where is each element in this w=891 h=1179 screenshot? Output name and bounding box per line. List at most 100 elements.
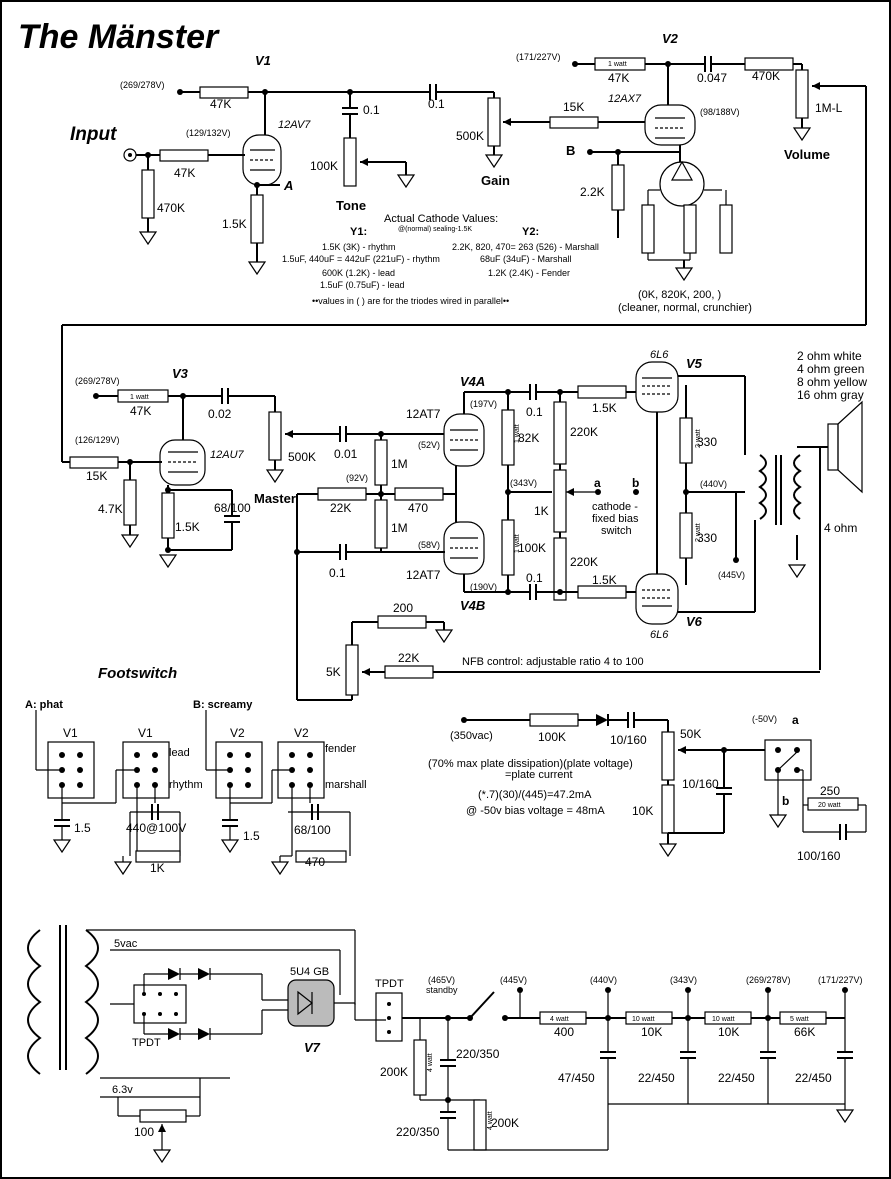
r-330-screen-v5 (679, 417, 693, 464)
nfb-22k-label: 22K (330, 501, 351, 515)
ground-icon (396, 174, 416, 189)
ground-icon (835, 1109, 855, 1124)
tone-cap-label: 0.1 (363, 103, 380, 117)
bias-calc-3: @ -50v bias voltage = 48mA (466, 805, 605, 817)
v4a-label: V4A (460, 374, 485, 389)
switch-a1-label: V1 (63, 726, 78, 740)
nfb-note: NFB control: adjustable ratio 4 to 100 (462, 656, 644, 668)
ot-secondary-icon (793, 454, 802, 520)
ot-primary-icon (758, 454, 767, 520)
lead-label: lead (169, 747, 190, 759)
v3-label: V3 (172, 366, 189, 381)
ot-tap-2: 8 ohm yellow (797, 375, 867, 389)
center-voltage: (343V) (510, 478, 537, 488)
v6-coupling-cap: 0.1 (526, 571, 543, 585)
diode-icon (198, 1028, 210, 1040)
ps-269: (269/278V) (746, 975, 791, 985)
bias-100k-label: 100K (538, 730, 566, 744)
volume-pot-value: 1M-L (815, 101, 843, 115)
ground-icon (52, 839, 72, 854)
ground-icon (792, 127, 812, 142)
v4b-tube-type: 12AT7 (406, 568, 441, 582)
nfb-pot-label: 5K (326, 665, 341, 679)
point-a-label: A (283, 178, 293, 193)
tone-pot-value: 100K (310, 159, 338, 173)
v4a-cathode-voltage: (52V) (418, 440, 440, 450)
r-470k-input (141, 169, 155, 219)
r-200-nfb (377, 615, 427, 629)
v2-supply-voltage: (171/227V) (516, 52, 561, 62)
footswitch-b-label: B: screamy (193, 699, 253, 711)
mid-voltage: (92V) (346, 473, 368, 483)
v4-phase-inverter: V4A 12AT7 (197V) (52V) 1 watt 82K (343V)… (294, 374, 640, 700)
v3-stage: V3 (269/278V) 1 watt 47K 0.02 500K Maste… (62, 366, 445, 569)
v3-plate-label: 47K (130, 404, 151, 418)
r-4.7k-v3 (123, 479, 137, 526)
input-shunt-label: 470K (157, 201, 185, 215)
reservoir-cap-2: 220/350 (396, 1125, 440, 1139)
bias-calc-2: (*.7)(30)/(445)=47.2mA (478, 789, 592, 801)
ground-icon (152, 1149, 172, 1164)
bias-switch-line-2: switch (601, 525, 632, 537)
wattage-label: 10 watt (632, 1016, 655, 1023)
r-200k-bleeder-1 (413, 1039, 427, 1096)
nfb-section: 200 5K 22K NFB control: adjustable ratio… (297, 601, 820, 701)
ground-icon (113, 861, 133, 876)
gain-label: Gain (481, 173, 510, 188)
switch-b2-label: V2 (294, 726, 309, 740)
r-22k-nfb-feed (384, 665, 434, 679)
v1-tube-type: 12AV7 (278, 119, 311, 131)
v6-tube-type: 6L6 (650, 629, 669, 641)
pt-primary-icon (27, 929, 42, 1075)
ground-icon (270, 861, 290, 876)
r-rotary-1 (641, 204, 655, 254)
v6-grid-label: 1.5K (592, 573, 617, 587)
footswitch-switch-b2: V2 fender marshall (277, 726, 367, 799)
y2-line-2: 1.2K (2.4K) - Fender (488, 268, 570, 278)
r-100-heater-ct (139, 1109, 187, 1123)
ot-b-plus-voltage: (445V) (718, 570, 745, 580)
footswitch-section: A: phat B: screamy V1 V1 lead rhythm 1.5 (25, 699, 367, 876)
v3-grid-label: 15K (86, 469, 107, 483)
y1-label: Y1: (350, 226, 367, 238)
switch-b1-label: V2 (230, 726, 245, 740)
tpdt-label-left: TPDT (132, 1037, 161, 1049)
v4b-plate-label: 100K (518, 541, 546, 555)
power-supply: 5vac TPDT 5U4 GB V7 (27, 925, 863, 1164)
wattage-label: 1 watt (608, 61, 627, 68)
heater-6.3v-label: 6.3v (112, 1084, 133, 1096)
r-1m-upper (374, 439, 388, 486)
output-stage: 6L6 V5 6L6 V6 2 watt 330 (440V) 2 watt 3… (635, 349, 867, 670)
r-1.5k-v5-grid (577, 385, 627, 399)
footswitch-switch-b1: V2 (215, 726, 263, 799)
bias-switch-b: b (782, 794, 789, 808)
standby-voltage: (465V) (428, 975, 455, 985)
r-470-fs (295, 850, 347, 863)
wattage-label: 10 watt (712, 1016, 735, 1023)
bias-switch-icon (764, 739, 812, 781)
r-2.2k-v2-cathode (611, 164, 625, 211)
wattage-label: 2 watt (695, 429, 702, 448)
point-b-label: B (566, 143, 575, 158)
ground-icon (138, 231, 158, 246)
wattage-label: 2 watt (695, 523, 702, 542)
diode-icon (168, 1028, 180, 1040)
ps-400-label: 400 (554, 1025, 574, 1039)
filter-caps (600, 1051, 853, 1059)
v6-label: V6 (686, 614, 703, 629)
bias-calc-0: (70% max plate dissipation)(plate voltag… (428, 758, 633, 770)
upper-1m-label: 1M (391, 457, 408, 471)
ground-icon (265, 469, 285, 484)
v3-cathode-cap-label: 68/100 (214, 501, 251, 515)
v2-stage: V2 (171/227V) 1 watt 47K 0.047 470K 1M-L… (516, 31, 867, 325)
v5-screen-label: 330 (697, 435, 717, 449)
wattage-label: 5 watt (790, 1016, 809, 1023)
v6-screen-label: 330 (697, 531, 717, 545)
v2-tube (644, 104, 696, 146)
v2-coupling-cap: 0.047 (697, 71, 727, 85)
v6-tube (635, 573, 679, 625)
grid-resistor-label: 47K (174, 166, 195, 180)
ground-icon (220, 839, 240, 854)
coupling-cap-label: 0.1 (428, 97, 445, 111)
